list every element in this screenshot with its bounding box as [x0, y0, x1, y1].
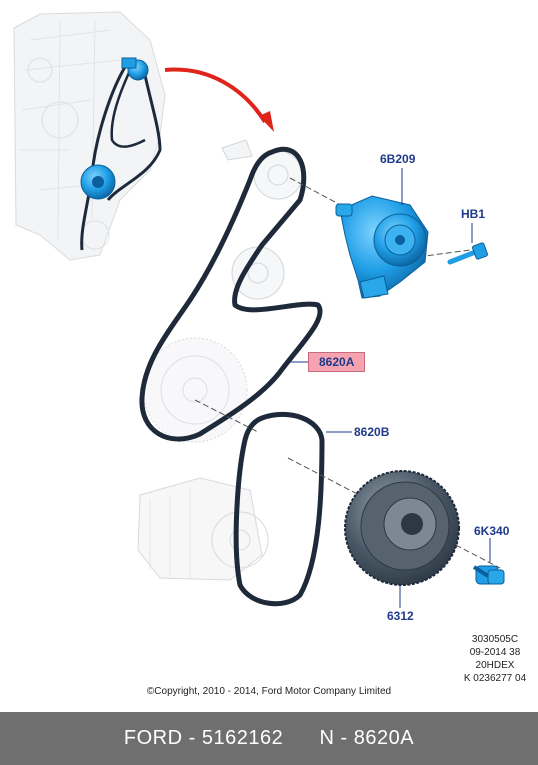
ac-compressor-ghost [137, 477, 269, 581]
reference-codes: 3030505C 09-2014 38 20HDEX K 0236277 04 [452, 633, 538, 685]
brand-part-number: FORD - 5162162 [123, 727, 284, 749]
bolt-HB1 [447, 242, 488, 265]
tensioner-6B209 [335, 195, 429, 299]
label-belt-8620a: 8620A [308, 352, 366, 372]
part-number-footer: FORD - 5162162 N - 8620A [0, 712, 538, 765]
crank-damper-6312 [344, 470, 460, 586]
zoom-arrow [164, 67, 274, 132]
reference-code: 20HDEX [475, 660, 515, 671]
exploded-parts-diagram [13, 11, 505, 608]
label-belt-8620b: 8620B [354, 425, 390, 439]
leader-lines [290, 168, 491, 608]
label-bolt-6k340: 6K340 [474, 524, 510, 538]
label-damper: 6312 [387, 609, 414, 623]
copyright-notice: ©Copyright, 2010 - 2014, Ford Motor Comp… [146, 686, 392, 697]
belt-8620A [139, 147, 323, 442]
footer-spacer [283, 727, 319, 750]
engine-inset-belt [80, 57, 162, 251]
reference-code: 3030505C [471, 634, 519, 645]
reference-code: K 0236277 04 [463, 673, 527, 684]
engine-block-ghost [13, 11, 166, 261]
ghost-crank-pulley [142, 337, 248, 443]
oem-number: N - 8620A [319, 727, 415, 749]
reference-code: 09-2014 38 [469, 647, 521, 658]
bolt-6K340 [472, 565, 505, 585]
label-tensioner: 6B209 [380, 152, 416, 166]
belt-8620B [233, 412, 325, 607]
label-bolt-hb1: HB1 [461, 207, 486, 221]
